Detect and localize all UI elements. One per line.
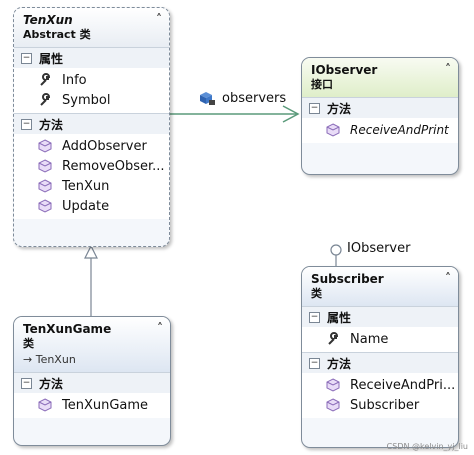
section-label: 方法 xyxy=(327,356,352,371)
class-tenxun[interactable]: TenXun Abstract 类 ˄ − 属性 Info Symbol − 方… xyxy=(13,7,170,247)
section-methods[interactable]: − 方法 xyxy=(302,97,458,118)
collapse-toggle-icon[interactable]: − xyxy=(21,118,32,130)
property-row[interactable]: Info xyxy=(14,70,169,90)
double-chevron-up-icon[interactable]: ˄ xyxy=(157,321,163,335)
property-name: Info xyxy=(62,72,87,88)
method-row[interactable]: RemoveObser... xyxy=(14,156,169,176)
inheritance-arrowhead xyxy=(84,244,98,259)
class-title: TenXun xyxy=(23,13,73,27)
cube-method-icon xyxy=(326,378,340,392)
class-header: TenXunGame 类 → TenXun ˄ xyxy=(14,317,170,372)
section-label: 属性 xyxy=(327,310,352,325)
class-header: IObserver 接口 ˄ xyxy=(302,58,458,97)
section-label: 方法 xyxy=(39,117,64,132)
cube-method-icon xyxy=(38,398,52,412)
property-row[interactable]: Name xyxy=(302,329,458,349)
method-row[interactable]: AddObserver xyxy=(14,136,169,156)
collapse-toggle-icon[interactable]: − xyxy=(309,311,320,323)
double-chevron-up-icon[interactable]: ˄ xyxy=(156,12,162,26)
right-arrow-icon: → xyxy=(23,353,33,366)
class-title: TenXunGame xyxy=(23,322,112,336)
method-name: TenXun xyxy=(62,178,110,194)
association-arrowhead xyxy=(282,105,300,123)
cube-method-icon xyxy=(326,398,340,412)
method-name: AddObserver xyxy=(62,138,147,154)
method-row[interactable]: TenXunGame xyxy=(14,395,170,415)
section-methods[interactable]: − 方法 xyxy=(14,372,170,393)
class-tenxungame[interactable]: TenXunGame 类 → TenXun ˄ − 方法 TenXunGame xyxy=(13,316,171,446)
method-name: RemoveObser... xyxy=(62,158,165,174)
method-name: Subscriber xyxy=(350,397,420,413)
association-name: observers xyxy=(222,90,287,106)
class-subscriber[interactable]: Subscriber 类 ˄ − 属性 Name − 方法 ReceiveAnd… xyxy=(301,266,459,448)
wrench-icon xyxy=(40,93,51,106)
cube-method-icon xyxy=(326,123,340,137)
collapse-toggle-icon[interactable]: − xyxy=(21,377,32,389)
method-name: ReceiveAndPrint xyxy=(350,123,449,137)
cube-method-icon xyxy=(38,139,52,153)
method-row[interactable]: Subscriber xyxy=(302,395,458,415)
property-name: Symbol xyxy=(62,92,111,108)
watermark: CSDN @kelvin_yj_liu xyxy=(386,442,468,451)
wrench-icon xyxy=(328,332,339,345)
property-row[interactable]: Symbol xyxy=(14,90,169,110)
lollipop-circle xyxy=(330,244,342,256)
class-header: TenXun Abstract 类 ˄ xyxy=(14,8,169,47)
method-row[interactable]: ReceiveAndPrint xyxy=(302,120,458,140)
section-properties[interactable]: − 属性 xyxy=(14,47,169,68)
section-methods[interactable]: − 方法 xyxy=(302,352,458,373)
base-class: → TenXun xyxy=(23,352,161,367)
cube-method-icon xyxy=(38,159,52,173)
class-kind: 类 xyxy=(23,337,34,350)
cube-method-icon xyxy=(38,199,52,213)
class-kind: 接口 xyxy=(311,78,333,91)
collapse-toggle-icon[interactable]: − xyxy=(309,102,320,114)
base-class-name: TenXun xyxy=(35,353,76,366)
class-kind: 类 xyxy=(311,287,322,300)
double-chevron-up-icon[interactable]: ˄ xyxy=(445,62,451,76)
association-icon xyxy=(200,92,215,105)
double-chevron-up-icon[interactable]: ˄ xyxy=(445,271,451,285)
class-title: IObserver xyxy=(311,63,378,77)
section-label: 方法 xyxy=(327,101,352,116)
class-kind: Abstract 类 xyxy=(23,28,91,41)
cube-method-icon xyxy=(38,179,52,193)
interface-iobserver[interactable]: IObserver 接口 ˄ − 方法 ReceiveAndPrint xyxy=(301,57,459,175)
property-name: Name xyxy=(350,331,389,347)
method-row[interactable]: TenXun xyxy=(14,176,169,196)
collapse-toggle-icon[interactable]: − xyxy=(309,357,320,369)
method-name: ReceiveAndPri... xyxy=(350,377,456,393)
section-properties[interactable]: − 属性 xyxy=(302,306,458,327)
wrench-icon xyxy=(40,73,51,86)
section-methods[interactable]: − 方法 xyxy=(14,113,169,134)
method-row[interactable]: Update xyxy=(14,196,169,216)
section-label: 属性 xyxy=(39,51,64,66)
collapse-toggle-icon[interactable]: − xyxy=(21,52,32,64)
class-title: Subscriber xyxy=(311,272,384,286)
method-name: Update xyxy=(62,198,110,214)
section-label: 方法 xyxy=(39,376,64,391)
association-label: observers xyxy=(198,90,286,106)
method-name: TenXunGame xyxy=(62,397,149,413)
method-row[interactable]: ReceiveAndPri... xyxy=(302,375,458,395)
lollipop-label: IObserver xyxy=(347,241,411,256)
class-header: Subscriber 类 ˄ xyxy=(302,267,458,306)
